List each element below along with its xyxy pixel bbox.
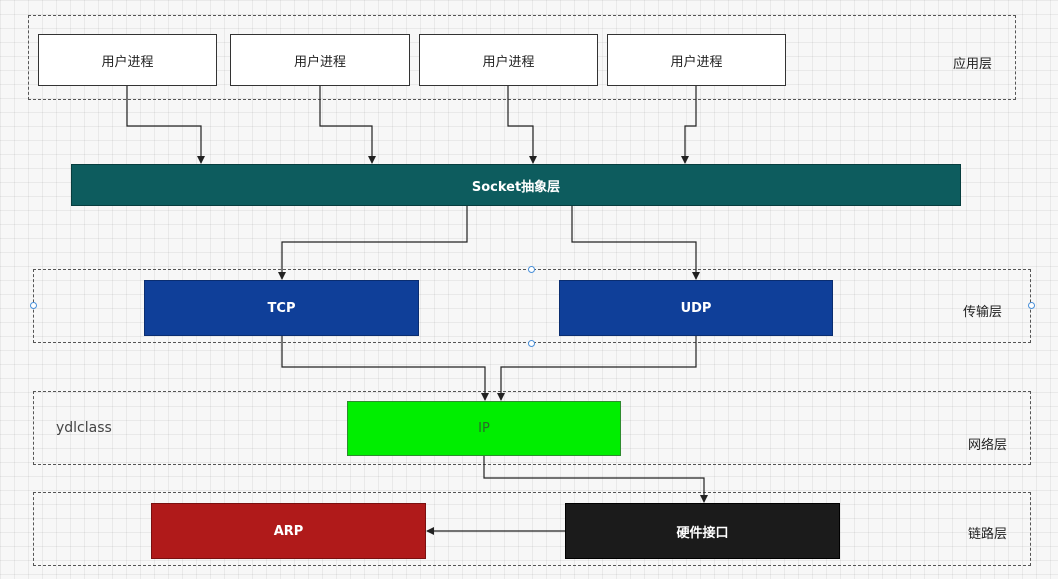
socket-abstraction-node[interactable]: Socket抽象层 [71, 164, 961, 206]
arp-node[interactable]: ARP [151, 503, 426, 559]
selection-handle-right[interactable] [1028, 302, 1035, 309]
tcp-node[interactable]: TCP [144, 280, 419, 336]
ip-node[interactable]: IP [347, 401, 621, 456]
udp-node[interactable]: UDP [559, 280, 833, 336]
hardware-interface-node[interactable]: 硬件接口 [565, 503, 840, 559]
application-layer-label: 应用层 [953, 57, 993, 72]
link-layer-label: 链路层 [968, 527, 1008, 542]
watermark-text: ydlclass [56, 420, 112, 436]
transport-layer-label: 传输层 [963, 305, 1003, 320]
user-process-node[interactable]: 用户进程 [38, 34, 217, 86]
selection-handle-bottom[interactable] [528, 340, 535, 347]
user-process-node[interactable]: 用户进程 [230, 34, 410, 86]
user-process-node[interactable]: 用户进程 [419, 34, 598, 86]
selection-handle-top[interactable] [528, 266, 535, 273]
selection-handle-left[interactable] [30, 302, 37, 309]
user-process-node[interactable]: 用户进程 [607, 34, 786, 86]
network-layer-label: 网络层 [968, 438, 1008, 453]
